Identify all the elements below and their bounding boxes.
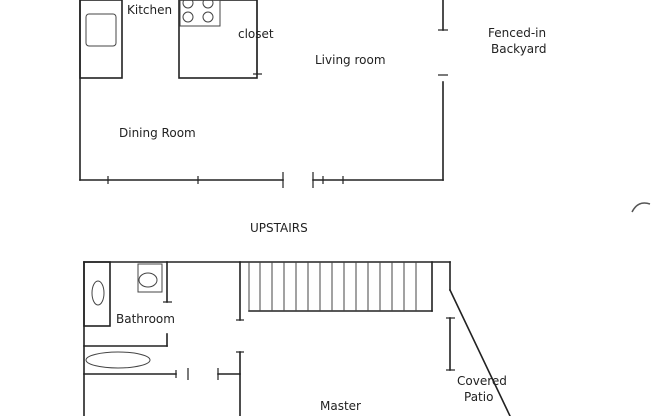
scan-mark	[631, 202, 651, 213]
burner	[202, 0, 214, 9]
kitchen-sink	[85, 13, 117, 47]
room-label-dining-room: Dining Room	[119, 126, 196, 140]
room-label-bathroom: Bathroom	[116, 312, 175, 326]
burner	[182, 11, 194, 23]
bathroom-sink	[91, 280, 105, 306]
section-label-upstairs: UPSTAIRS	[250, 221, 308, 235]
toilet-tank	[137, 263, 163, 293]
room-label-backyard-line2: Backyard	[491, 42, 547, 56]
room-label-patio-line2: Patio	[464, 390, 493, 404]
room-label-patio-line1: Covered	[457, 374, 507, 388]
room-label-backyard-line1: Fenced-in	[488, 26, 546, 40]
room-label-master: Master	[320, 399, 361, 413]
kitchen-counter	[79, 0, 123, 79]
toilet-bowl	[138, 272, 158, 288]
downstairs-plan: Kitchen closet Living room Dining Room F…	[79, 0, 547, 188]
burner	[182, 0, 194, 9]
room-label-closet: closet	[238, 27, 274, 41]
staircase	[248, 262, 417, 311]
room-label-kitchen: Kitchen	[127, 3, 172, 17]
room-label-living-room: Living room	[315, 53, 386, 67]
patio-diagonal	[448, 288, 511, 416]
burner	[202, 11, 214, 23]
bathtub	[85, 351, 151, 369]
upstairs-plan: Bathroom Master Covered Patio	[83, 261, 511, 416]
bath-vanity	[83, 261, 111, 327]
stove	[179, 0, 221, 27]
